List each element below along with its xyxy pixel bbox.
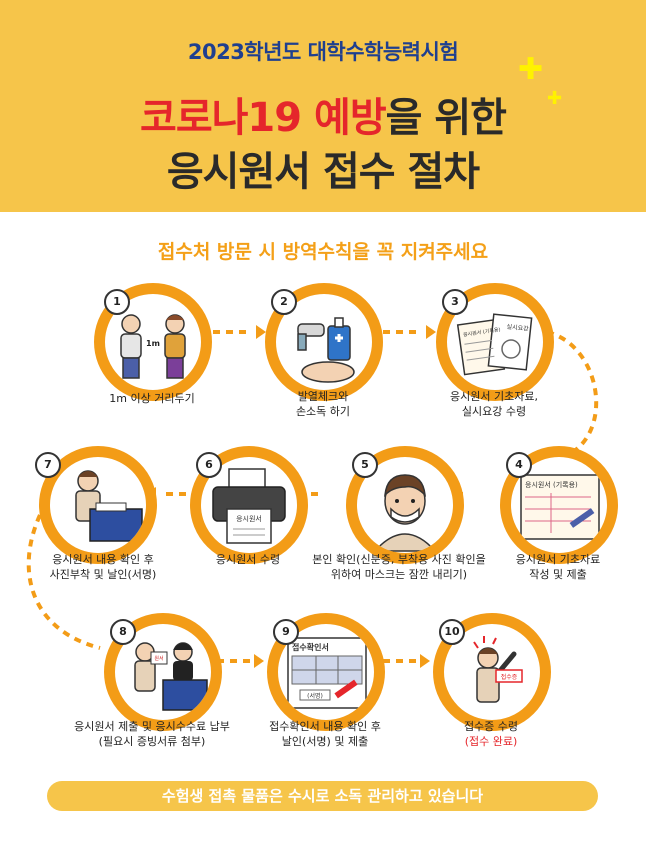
distance-label: 1m	[146, 339, 160, 348]
identity-check-icon	[373, 474, 437, 552]
form-tag: 원서	[154, 655, 163, 662]
signing-at-desk-icon	[75, 470, 143, 542]
confirmation-label: 접수확인서	[292, 642, 329, 652]
main-title-line1: 코로나19 예방을 위한	[0, 85, 646, 143]
step-1-illustration: 1m	[94, 283, 212, 401]
step-5-caption: 본인 확인(신분증, 부착용 사진 확인을 위하여 마스크는 잠깐 내리기)	[312, 553, 486, 581]
step-4-caption: 응시원서 기초자료 작성 및 제출	[515, 553, 601, 581]
main-title-rest: 을 위한	[385, 95, 507, 141]
step-1-caption: 1m 이상 거리두기	[109, 392, 195, 405]
section-title: 접수처 방문 시 방역수칙을 꼭 지켜주세요	[157, 241, 489, 263]
step-8-caption: 응시원서 제출 및 응시수수료 납부 (필요시 증빙서류 첨부)	[74, 720, 230, 748]
step-6-caption: 응시원서 수령	[215, 553, 281, 566]
exam-year-title: 2023학년도 대학수학능력시험	[187, 40, 459, 64]
step-4-illustration: 응시원서 (기록용)	[500, 446, 618, 564]
step-5-number: 5	[352, 452, 378, 478]
main-title-line2: 응시원서 접수 절차	[166, 149, 480, 195]
step-4-number: 4	[506, 452, 532, 478]
footer-banner: 수험생 접촉 물품은 수시로 소독 관리하고 있습니다	[47, 781, 598, 811]
fever-check-sanitizer-icon	[297, 317, 355, 383]
step-9-caption: 접수확인서 내용 확인 후 날인(서명) 및 제출	[269, 720, 381, 748]
form-label: 응시원서 (기록용)	[525, 480, 578, 489]
receipt-label: 접수증	[501, 673, 518, 681]
step-7-number: 7	[35, 452, 61, 478]
step-10-number: 10	[439, 619, 465, 645]
step-1-number: 1	[104, 289, 130, 315]
social-distance-icon: 1m	[120, 314, 186, 379]
step-6-number: 6	[196, 452, 222, 478]
step-3-caption: 응시원서 기초자료, 실시요강 수령	[450, 390, 538, 418]
sparkle-icon: ✚	[547, 88, 563, 109]
form-filling-icon: 응시원서 (기록용)	[520, 474, 600, 540]
printer-icon: 응시원서	[212, 468, 286, 544]
documents-icon: 응시원서 (기록용) 실시요강	[456, 313, 533, 376]
step-9-number: 9	[273, 619, 299, 645]
guide-label: 실시요강	[506, 323, 529, 333]
header-banner: 2023학년도 대학수학능력시험 코로나19 예방을 위한 응시원서 접수 절차…	[0, 0, 646, 212]
step-10-caption-text: 접수증 수령	[463, 720, 519, 733]
step-2-number: 2	[271, 289, 297, 315]
receipt-received-icon: 접수증	[473, 636, 523, 703]
printed-form-label: 응시원서	[236, 514, 262, 523]
submit-form-icon: 원서	[134, 642, 208, 711]
step-10-caption-done: (접수 완료)	[464, 735, 518, 748]
sign-label: (서명)	[307, 692, 323, 700]
step-10-caption: 접수증 수령 (접수 완료)	[401, 719, 581, 749]
main-title-red: 코로나19 예방	[140, 95, 387, 141]
step-3-number: 3	[442, 289, 468, 315]
step-7-illustration	[39, 446, 157, 564]
step-5-illustration	[346, 446, 464, 564]
step-8-number: 8	[110, 619, 136, 645]
step-2-caption: 발열체크와 손소독 하기	[295, 390, 351, 418]
receipt-confirmation-icon: 접수확인서 (서명)	[287, 637, 367, 709]
step-7-caption: 응시원서 내용 확인 후 사진부착 및 날인(서명)	[49, 553, 157, 581]
step-9-illustration: 접수확인서 (서명)	[267, 613, 385, 731]
sparkle-icon: ✚	[518, 52, 544, 87]
